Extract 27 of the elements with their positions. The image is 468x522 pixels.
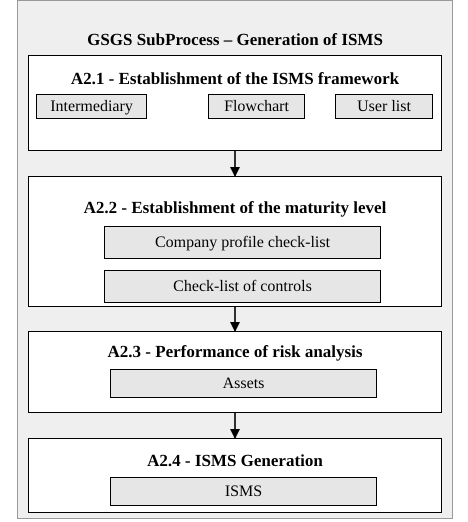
step-heading: A2.2 - Establishment of the maturity level	[82, 198, 388, 218]
step-heading: A2.1 - Establishment of the ISMS framework	[70, 69, 400, 89]
process-box	[28, 438, 442, 513]
document-label: Assets	[222, 374, 264, 392]
panel-heading: GSGS SubProcess – Generation of ISMS	[86, 30, 384, 50]
arrow	[230, 307, 240, 332]
document-box	[335, 94, 433, 119]
document-label: Check-list of controls	[173, 278, 312, 296]
document-label: Company profile check-list	[154, 234, 330, 252]
arrow	[230, 151, 240, 177]
process-box	[28, 55, 442, 151]
document-label: User list	[357, 98, 411, 116]
document-box	[36, 94, 147, 119]
document-box	[110, 369, 377, 398]
process-box	[28, 176, 442, 307]
process-panel	[17, 0, 453, 519]
step-heading: A2.3 - Performance of risk analysis	[106, 342, 364, 362]
document-label: Intermediary	[50, 98, 133, 116]
document-box	[208, 94, 305, 119]
arrow	[230, 413, 240, 439]
document-box	[104, 270, 381, 303]
document-label: Flowchart	[224, 98, 289, 116]
document-box	[110, 477, 377, 506]
process-box	[28, 331, 442, 413]
step-heading: A2.4 - ISMS Generation	[146, 451, 324, 471]
document-box	[104, 226, 381, 259]
document-label: ISMS	[224, 482, 262, 500]
